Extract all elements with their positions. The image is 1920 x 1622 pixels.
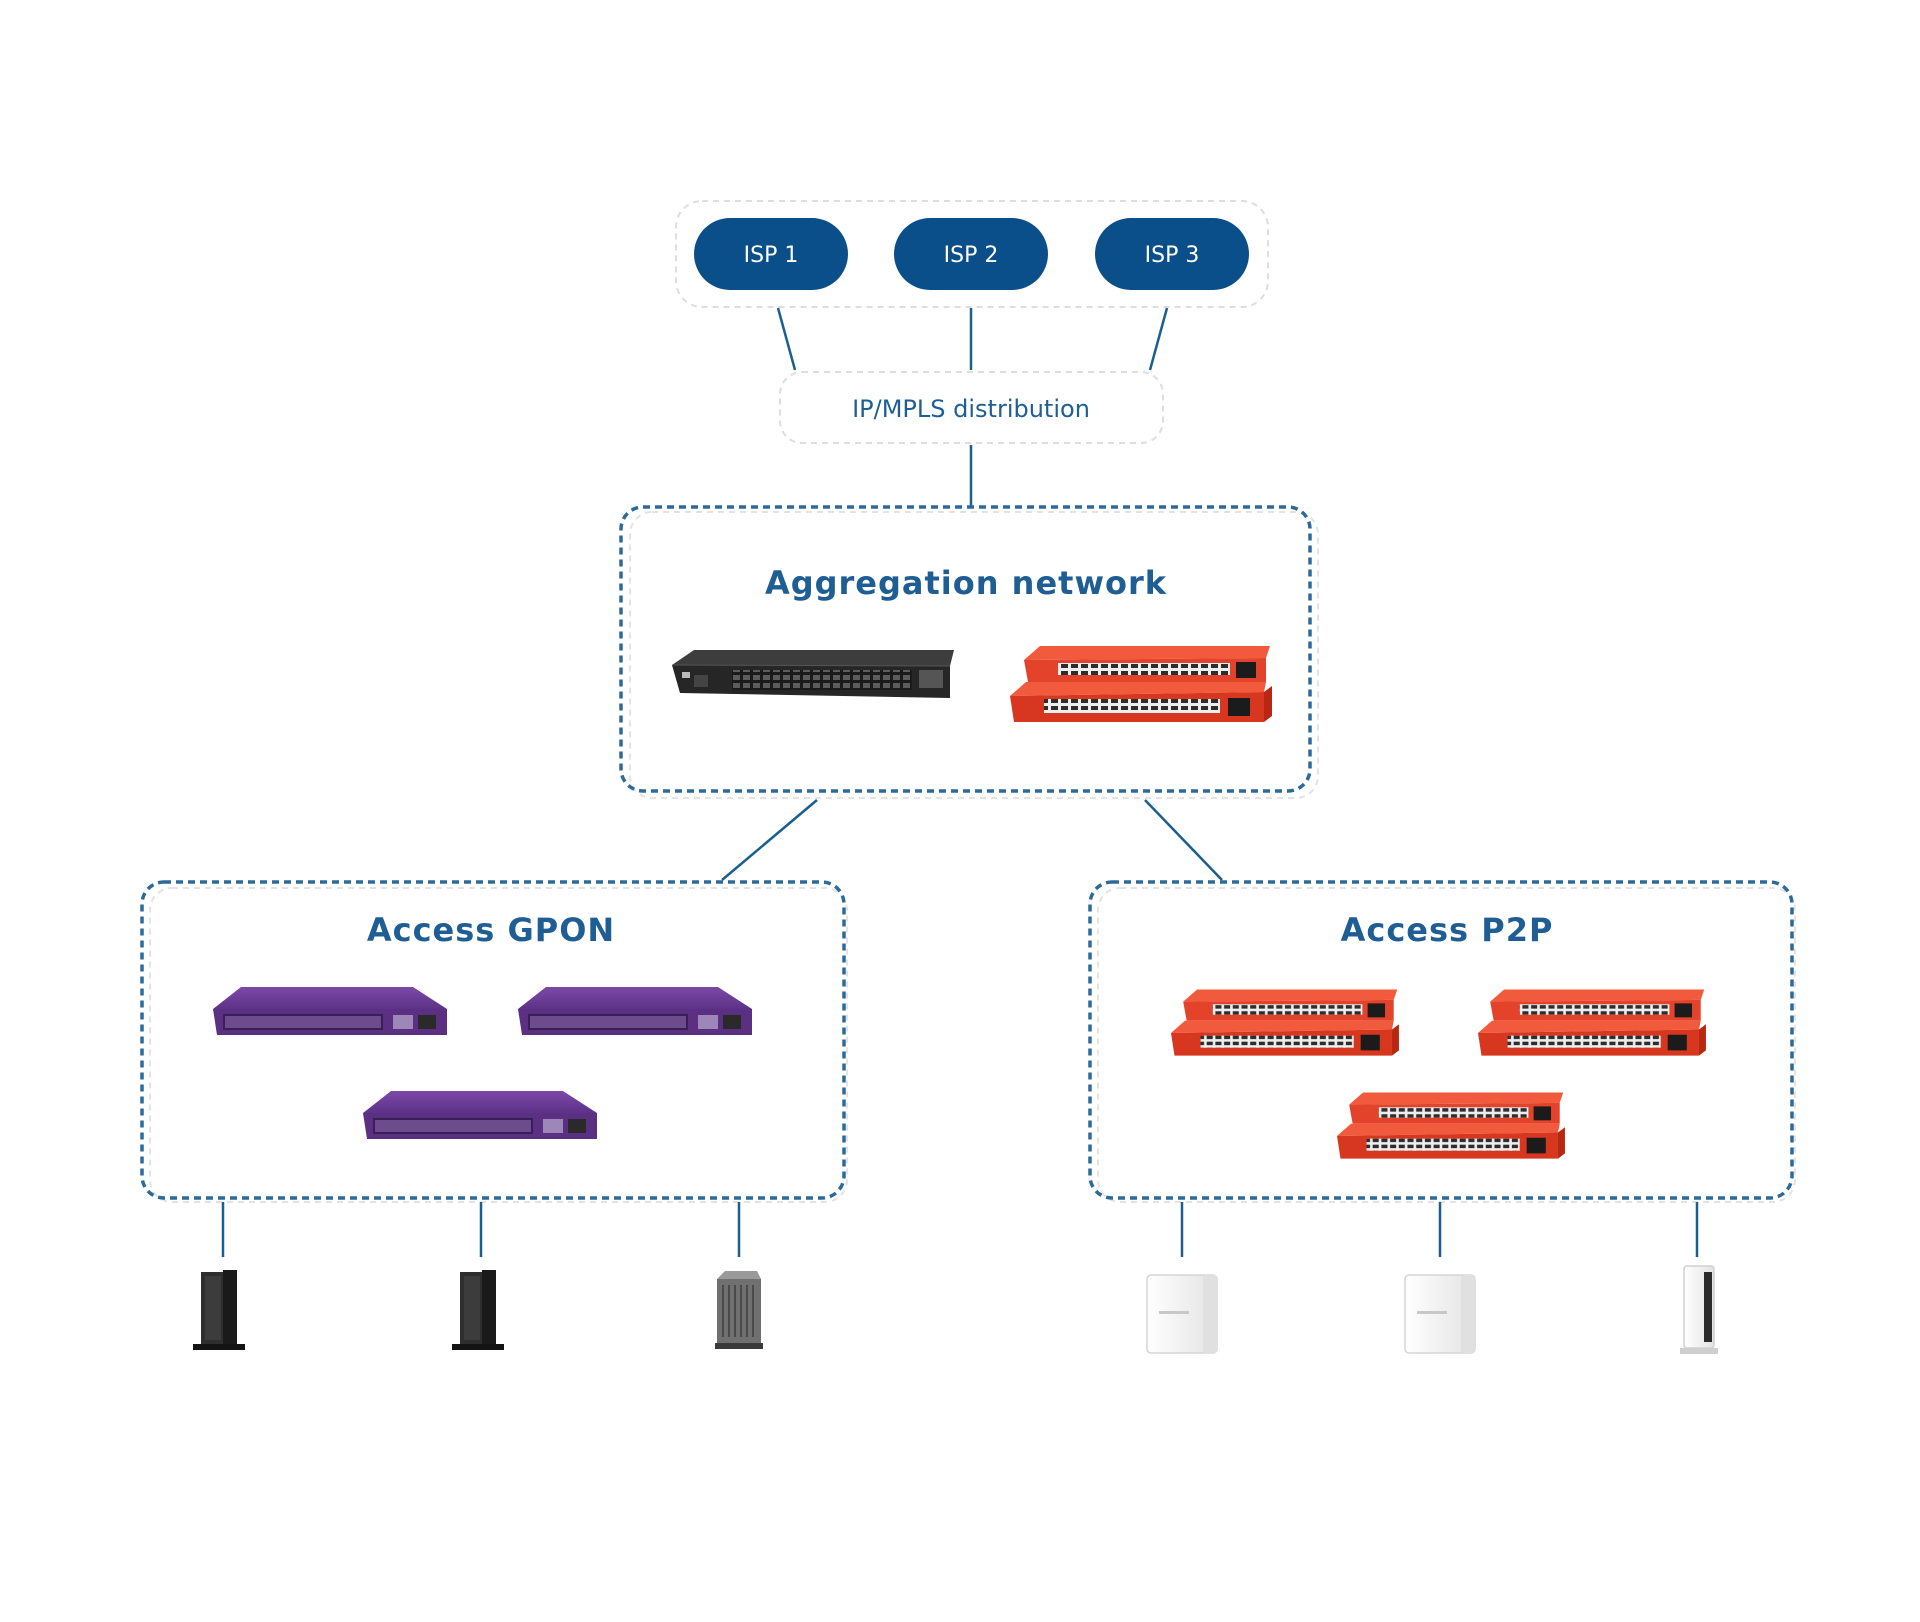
red-switch-stack-icon[interactable] bbox=[1337, 1092, 1565, 1159]
access-p2p-title: Access P2P bbox=[1341, 911, 1554, 949]
connector-isp3 bbox=[1148, 307, 1169, 371]
isp-3-pill[interactable]: ISP 3 bbox=[1095, 218, 1249, 290]
isp-group-border bbox=[675, 200, 1269, 308]
purple-switch-icon[interactable] bbox=[213, 987, 447, 1035]
isp-group: ISP 1 ISP 2 ISP 3 bbox=[675, 200, 1269, 308]
black-router-icon[interactable] bbox=[193, 1270, 245, 1350]
red-switch-stack-icon[interactable] bbox=[1478, 989, 1706, 1056]
purple-switch-icon[interactable] bbox=[518, 987, 752, 1035]
access-gpon-border bbox=[140, 880, 846, 1200]
isp-1-label: ISP 1 bbox=[744, 243, 799, 268]
access-gpon-title: Access GPON bbox=[367, 911, 615, 949]
aggregation-title: Aggregation network bbox=[765, 564, 1167, 602]
access-gpon-group: Access GPON bbox=[140, 880, 848, 1203]
gpon-endpoint-connectors bbox=[221, 1202, 741, 1257]
aggregation-connectors bbox=[721, 799, 1223, 881]
isp-1-pill[interactable]: ISP 1 bbox=[694, 218, 848, 290]
distribution-box[interactable]: IP/MPLS distribution bbox=[779, 371, 1164, 444]
distribution-label: IP/MPLS distribution bbox=[852, 395, 1090, 423]
aggregation-group: Aggregation network bbox=[619, 505, 1319, 799]
isp-connectors bbox=[776, 307, 1169, 371]
red-switch-stack-icon[interactable] bbox=[1010, 646, 1272, 722]
white-cpe-icon[interactable] bbox=[1146, 1274, 1218, 1354]
aggregation-outer-border bbox=[629, 511, 1319, 799]
access-p2p-border bbox=[1088, 880, 1794, 1200]
p2p-endpoint-connectors bbox=[1180, 1202, 1699, 1257]
black-router-icon[interactable] bbox=[452, 1270, 504, 1350]
white-cpe-icon[interactable] bbox=[1404, 1274, 1476, 1354]
access-p2p-group: Access P2P bbox=[1088, 880, 1796, 1203]
aggregation-border bbox=[619, 505, 1312, 793]
isp-3-label: ISP 3 bbox=[1145, 243, 1200, 268]
connector-aggregation-p2p bbox=[1144, 799, 1223, 881]
isp-2-label: ISP 2 bbox=[944, 243, 999, 268]
isp-2-pill[interactable]: ISP 2 bbox=[894, 218, 1048, 290]
red-switch-stack-icon[interactable] bbox=[1171, 989, 1399, 1056]
connector-isp1 bbox=[776, 307, 797, 371]
grey-ont-icon[interactable] bbox=[715, 1271, 763, 1349]
black-switch-icon[interactable] bbox=[671, 650, 954, 698]
white-router-icon[interactable] bbox=[1680, 1265, 1718, 1354]
connector-aggregation-gpon bbox=[721, 799, 818, 881]
purple-switch-icon[interactable] bbox=[363, 1091, 597, 1139]
